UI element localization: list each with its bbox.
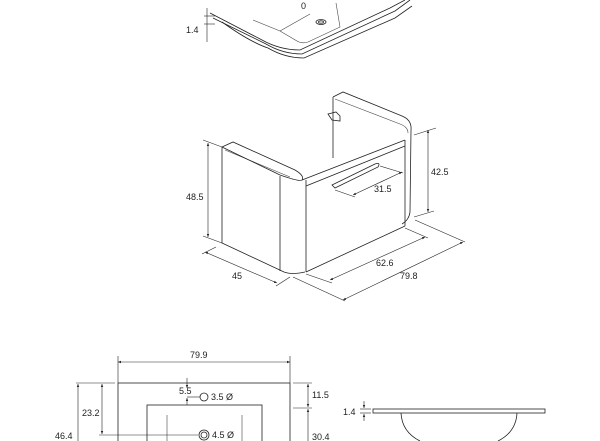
drain-distance-label: 23.2: [82, 408, 100, 418]
inner-width-label: 62.6: [376, 258, 394, 268]
total-width-label: 79.8: [400, 271, 418, 281]
depth-label: 45: [232, 271, 242, 281]
sink-plan-view: 79.9 5.5 3.5 Ø 4.5 Ø 23.2 46.4 11.5 30.4: [55, 350, 330, 441]
sink-thickness-label: 1.4: [186, 25, 199, 35]
tap-hole-label: 3.5 Ø: [211, 392, 233, 402]
height-right-label: 42.5: [431, 167, 449, 177]
sink-side-view: 1.4: [343, 401, 546, 441]
wall-bracket-icon: [327, 111, 341, 122]
plan-width-label: 79.9: [190, 350, 208, 360]
total-depth-label: 46.4: [55, 431, 73, 441]
edge-to-basin-label: 11.5: [312, 390, 329, 400]
tap-mark: 0: [301, 1, 306, 11]
handle-width-label: 31.5: [374, 184, 392, 194]
sink-isometric-view: 0 1.4: [186, 0, 413, 59]
drain-hole: [198, 429, 210, 441]
side-thickness-label: 1.4: [343, 407, 356, 417]
drawer-handle: [331, 163, 380, 189]
tap-offset-label: 5.5: [179, 386, 192, 396]
basin-depth-label: 30.4: [312, 432, 330, 441]
drain-hole-label: 4.5 Ø: [212, 430, 234, 440]
tap-hole: [199, 392, 209, 402]
cabinet-isometric-view: 48.5 45 62.6 79.8 42.5 31.5: [186, 91, 466, 302]
height-left-label: 48.5: [186, 192, 204, 202]
